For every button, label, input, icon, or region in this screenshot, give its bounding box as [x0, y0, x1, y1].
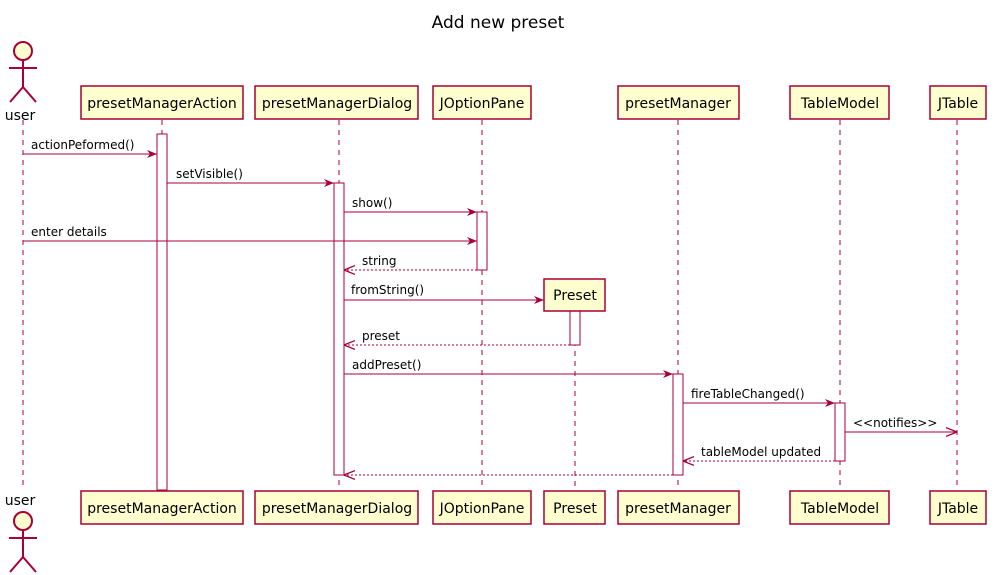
- activation-preset: [569, 310, 581, 346]
- activation-presetmanager: [672, 373, 684, 476]
- actor-head-icon: [13, 41, 33, 61]
- participants-top: user presetManagerAction presetManagerDi…: [5, 41, 987, 124]
- participant-box-tablemodel: [789, 490, 890, 525]
- message-label: tableModel updated: [701, 445, 821, 459]
- participant-box-jtable: [929, 85, 987, 120]
- participant-label-user: user: [5, 493, 36, 509]
- participant-box-joptionpane: [432, 490, 532, 525]
- actor-head-icon: [13, 511, 33, 531]
- participant-box-jtable: [929, 490, 987, 525]
- diagram-title: Add new preset: [432, 13, 565, 33]
- actor-user-bottom: user: [5, 493, 37, 573]
- participant-box-presetmanageraction: [80, 490, 244, 525]
- participant-label-joptionpane: JOptionPane: [439, 96, 525, 112]
- participant-box-presetmanagerdialog: [254, 85, 419, 120]
- participant-label-preset: Preset: [553, 501, 597, 517]
- participant-label-joptionpane: JOptionPane: [439, 501, 525, 517]
- participant-label-presetmanageraction: presetManagerAction: [87, 501, 237, 517]
- message-label: preset: [362, 329, 400, 343]
- participant-box-preset: [543, 490, 606, 525]
- participant-box-tablemodel: [789, 85, 890, 120]
- participant-label-presetmanager: presetManager: [625, 96, 731, 112]
- participants-bottom: user presetManagerAction presetManagerDi…: [5, 490, 987, 573]
- participant-box-presetmanageraction: [80, 85, 244, 120]
- participant-box-presetmanager: [617, 490, 740, 525]
- participant-label-user: user: [5, 108, 36, 124]
- participant-label-tablemodel: TableModel: [800, 96, 879, 112]
- message-label: string: [362, 254, 396, 268]
- message-label: setVisible(): [176, 167, 243, 181]
- participant-label-presetmanageraction: presetManagerAction: [87, 96, 237, 112]
- participant-box-joptionpane: [432, 85, 532, 120]
- activation-tablemodel: [834, 402, 846, 462]
- participant-box-preset-created: [543, 278, 606, 312]
- actor-body-icon: [9, 60, 37, 103]
- message-label: actionPeformed(): [31, 138, 134, 152]
- activation-presetmanageraction: [156, 133, 168, 491]
- participant-box-presetmanager: [617, 85, 740, 120]
- message-label: fireTableChanged(): [691, 387, 805, 401]
- message-label: show(): [352, 196, 392, 210]
- message-label: fromString(): [351, 283, 424, 297]
- participant-label-presetmanagerdialog: presetManagerDialog: [262, 501, 412, 517]
- participant-label-preset-created: Preset: [553, 288, 597, 304]
- messages: actionPeformed() setVisible() show() ent…: [23, 138, 957, 475]
- message-label: enter details: [31, 225, 107, 239]
- participant-label-presetmanager: presetManager: [625, 501, 731, 517]
- participant-label-jtable: JTable: [937, 501, 978, 517]
- participant-label-tablemodel: TableModel: [800, 501, 879, 517]
- actor-user-top: user: [5, 41, 37, 124]
- activation-joptionpane: [476, 211, 488, 271]
- participant-label-presetmanagerdialog: presetManagerDialog: [262, 96, 412, 112]
- participant-label-jtable: JTable: [937, 96, 978, 112]
- message-label: addPreset(): [352, 358, 421, 372]
- participant-box-presetmanagerdialog: [254, 490, 419, 525]
- activation-presetmanagerdialog: [333, 182, 345, 476]
- actor-body-icon: [9, 530, 37, 573]
- activations: [156, 133, 846, 491]
- message-label: <<notifies>>: [853, 416, 937, 430]
